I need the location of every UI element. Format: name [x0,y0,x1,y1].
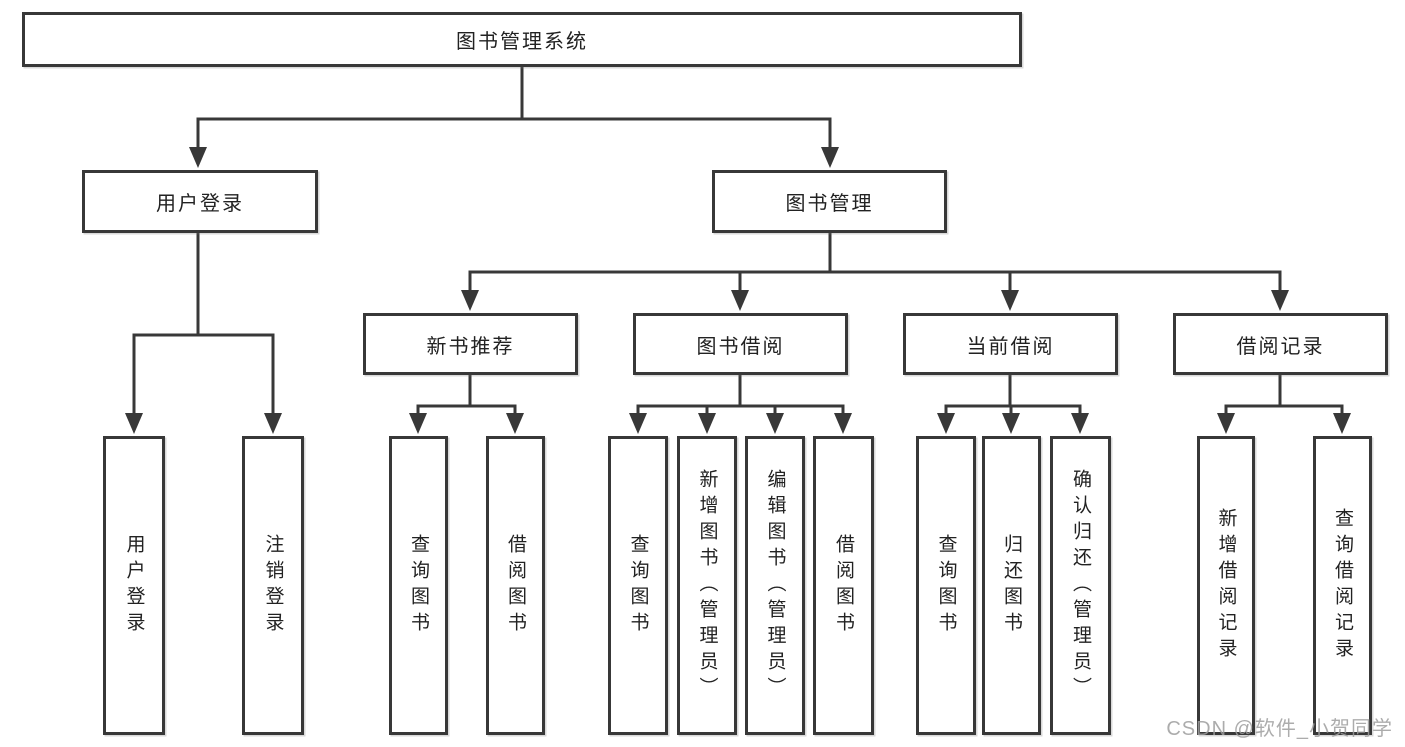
leaf-borrow-book: 借阅图书 [813,436,874,735]
leaf-records-query: 查询借阅记录 [1313,436,1372,735]
node-current-borrow: 当前借阅 [903,313,1118,375]
arrowhead [264,413,282,434]
arrowhead [1071,413,1089,434]
arrowhead [821,147,839,168]
node-book-borrow: 图书借阅 [633,313,848,375]
arrowhead [125,413,143,434]
node-borrow-records: 借阅记录 [1173,313,1388,375]
arrowhead [1271,290,1289,311]
connector-user-login-branch [132,233,275,414]
arrowhead [1333,413,1351,434]
leaf-borrow-edit-book: 编辑图书（管理员） [745,436,805,735]
arrowhead [1217,413,1235,434]
arrowhead [698,413,716,434]
arrowhead [834,413,852,434]
arrowhead [1001,290,1019,311]
connector-new-books-branch [416,375,517,414]
arrowhead [506,413,524,434]
leaf-logout: 注销登录 [242,436,304,735]
arrowhead [461,290,479,311]
csdn-watermark: CSDN @软件_小贺同学 [1166,718,1393,740]
arrowhead [937,413,955,434]
leaf-borrow-query: 查询图书 [608,436,668,735]
leaf-current-confirm-return: 确认归还（管理员） [1050,436,1111,735]
connector-borrow-records-branch [1224,375,1344,414]
node-new-books: 新书推荐 [363,313,578,375]
arrowhead [409,413,427,434]
leaf-current-query: 查询图书 [916,436,976,735]
leaf-new-books-query: 查询图书 [389,436,448,735]
connector-root-to-level2 [196,67,832,148]
node-root: 图书管理系统 [22,12,1022,67]
leaf-new-books-borrow: 借阅图书 [486,436,545,735]
arrowhead [189,147,207,168]
arrowhead [731,290,749,311]
arrowhead [1002,413,1020,434]
arrowhead [766,413,784,434]
leaf-borrow-add-book: 新增图书（管理员） [677,436,737,735]
connector-book-mgmt-branch [468,233,1282,291]
node-book-management: 图书管理 [712,170,947,233]
leaf-user-login: 用户登录 [103,436,165,735]
leaf-records-add: 新增借阅记录 [1197,436,1255,735]
arrowhead [629,413,647,434]
connector-book-borrow-branch [636,375,845,414]
node-user-login: 用户登录 [82,170,318,233]
leaf-current-return: 归还图书 [982,436,1041,735]
connector-current-borrow-branch [944,375,1082,414]
